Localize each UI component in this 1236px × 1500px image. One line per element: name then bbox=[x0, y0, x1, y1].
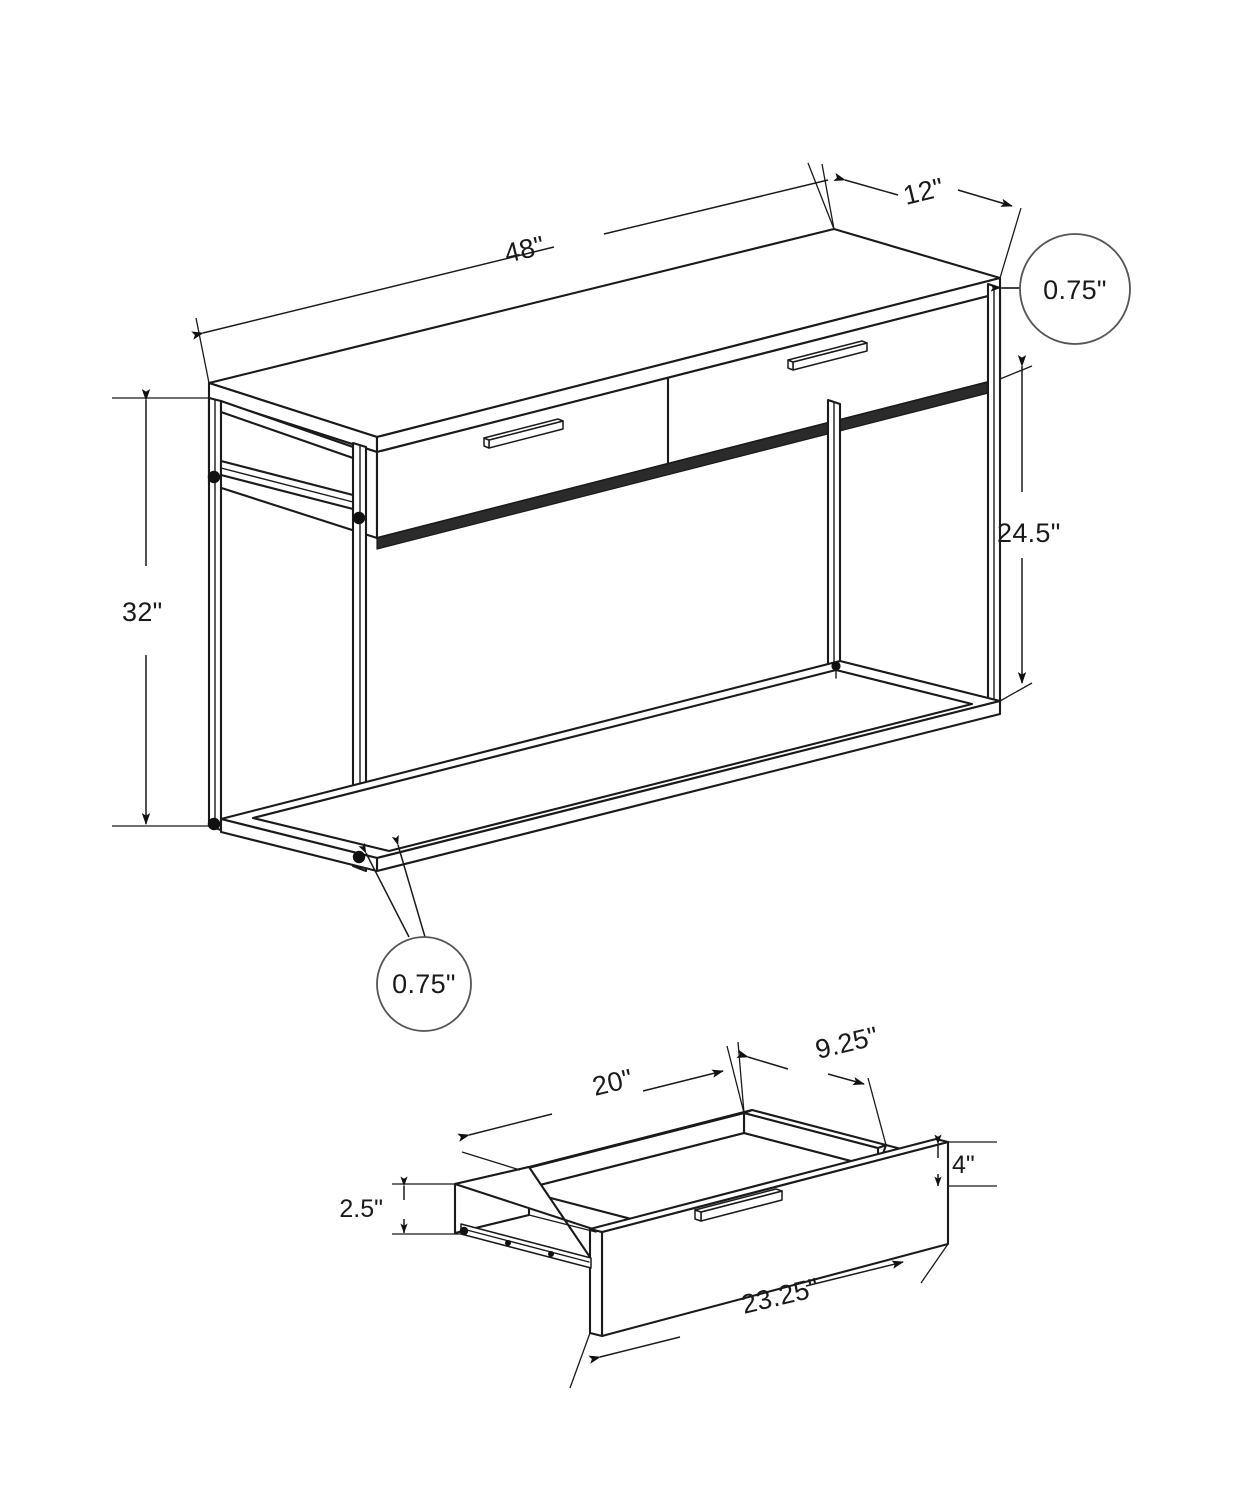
joint-dot-upper-left-front bbox=[352, 511, 366, 525]
drawer-slide-rail bbox=[459, 1223, 592, 1269]
dim-label-24-5: 24.5" bbox=[997, 518, 1061, 548]
joint-dot-shelf-right bbox=[831, 661, 841, 671]
dim-label-4: 4" bbox=[952, 1151, 975, 1179]
joint-dot-lower-left-front bbox=[352, 850, 366, 864]
dim-label-2-5: 2.5" bbox=[339, 1195, 383, 1223]
dim-label-9-25: 9.25" bbox=[812, 1021, 881, 1065]
joint-dot-lower-left-back bbox=[207, 817, 221, 831]
dim-label-0-75-bottom: 0.75" bbox=[392, 969, 456, 999]
frame-rail-left-upper-edge bbox=[220, 467, 354, 503]
joint-dot-upper-left bbox=[207, 470, 221, 484]
drawer-detail-handle[interactable] bbox=[694, 1188, 783, 1222]
callout-frame-thickness: 0.75" bbox=[358, 834, 472, 1032]
dimension-shelf-clearance: 24.5" bbox=[997, 355, 1061, 702]
callout-bubble-top-thickness bbox=[1019, 233, 1131, 345]
main-assembly-view: 48" 12" 0.75" bbox=[112, 162, 1131, 1032]
dimension-drawer-front-height: 4" bbox=[934, 1134, 997, 1187]
drawer-detail-view: 20" 9.25" 4" bbox=[339, 1021, 997, 1389]
drawer-inner-bottom-seam bbox=[528, 1214, 597, 1233]
lower-shelf-left-face bbox=[219, 817, 379, 873]
drawer-front-left-edge bbox=[588, 1227, 604, 1338]
dim-label-48: 48" bbox=[501, 230, 548, 269]
dimension-overall-height: 32" bbox=[112, 389, 209, 827]
frame-rail-left-top bbox=[219, 399, 355, 460]
dim-label-32: 32" bbox=[122, 597, 163, 627]
dimension-drawer-side-height: 2.5" bbox=[339, 1176, 461, 1235]
drawer-handle-right[interactable] bbox=[787, 340, 868, 371]
dim-label-20: 20" bbox=[589, 1063, 635, 1102]
lower-shelf-inner-lip-left bbox=[252, 817, 390, 852]
drawer-handle-left[interactable] bbox=[483, 418, 564, 449]
dim-label-0-75-top: 0.75" bbox=[1043, 275, 1107, 305]
callout-top-thickness: 0.75" bbox=[990, 233, 1131, 345]
dim-label-12: 12" bbox=[900, 172, 947, 211]
callout-bubble-frame-thickness bbox=[376, 936, 472, 1032]
lower-shelf-inner-lip-front bbox=[388, 703, 973, 852]
